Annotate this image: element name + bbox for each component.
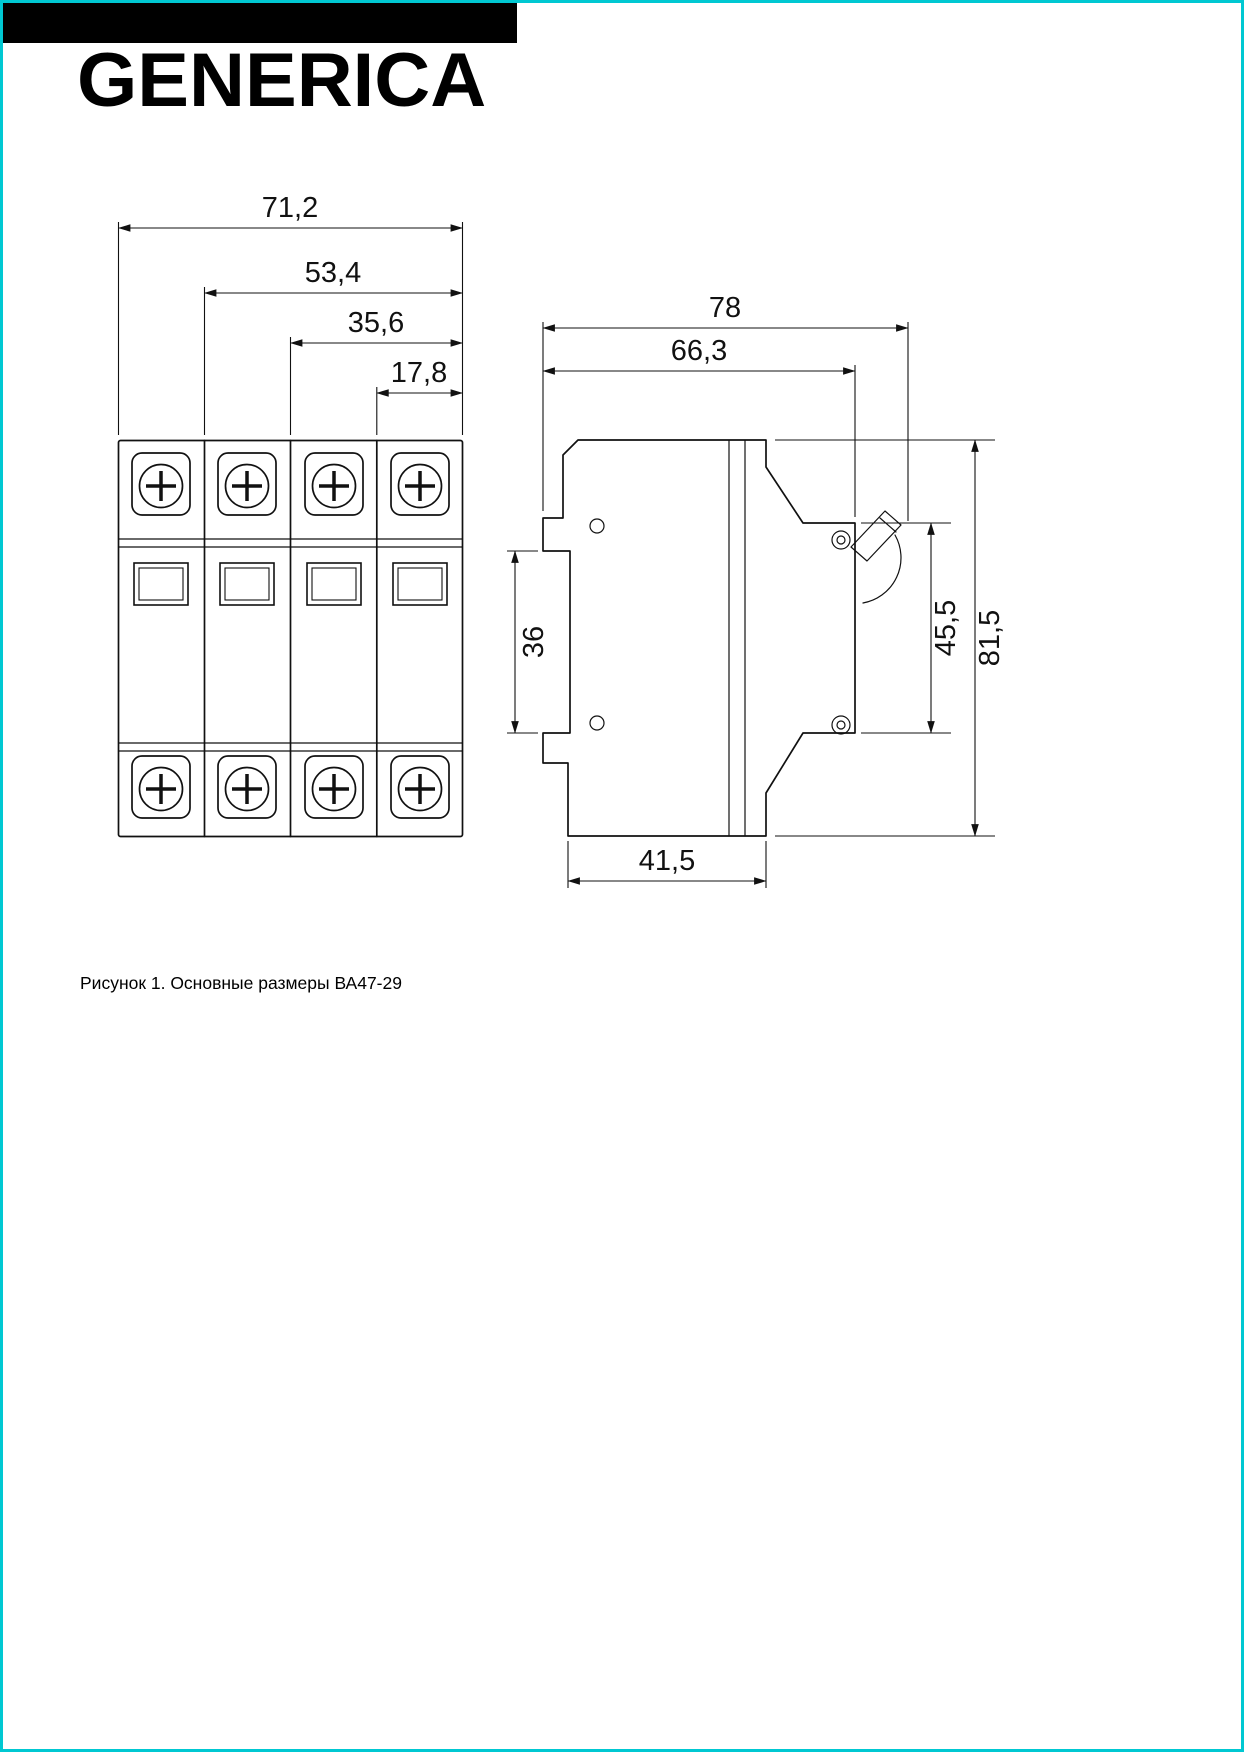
technical-drawing: 71,2 53,4 35,6 17,8 78 66,3 36 45,5 81,5… [117, 192, 1006, 888]
screw-boss [831, 715, 851, 735]
dim-side-depth-body: 66,3 [671, 335, 727, 367]
toggle-lever [850, 510, 902, 604]
side-view-outline [542, 439, 856, 837]
dim-side-din-rail: 36 [518, 626, 550, 658]
terminal-screw [303, 754, 365, 820]
dim-side-front-height: 45,5 [930, 600, 962, 656]
dim-side-depth-total: 78 [709, 292, 741, 324]
dim-front-one-module: 17,8 [391, 357, 447, 389]
dimension-labels: 71,2 53,4 35,6 17,8 78 66,3 36 45,5 81,5… [262, 192, 1006, 877]
screw-boss [831, 530, 851, 550]
terminal-screw [130, 451, 192, 517]
dimension-annotations [117, 222, 995, 888]
dim-front-two-modules: 35,6 [348, 307, 404, 339]
side-view [542, 439, 902, 837]
handle-window [392, 562, 448, 606]
brand-logo: GENERICA [77, 38, 487, 123]
rivet [589, 518, 605, 534]
screw-boss [836, 720, 846, 730]
rivet [589, 715, 605, 731]
terminal-screw [389, 754, 451, 820]
terminal-screw [130, 754, 192, 820]
terminal-screw [216, 451, 278, 517]
figure-caption: Рисунок 1. Основные размеры ВА47-29 [80, 973, 402, 993]
dim-side-rear-depth: 41,5 [639, 845, 695, 877]
dim-side-total-height: 81,5 [974, 610, 1006, 666]
handle-window [133, 562, 189, 606]
brand-bar [3, 3, 517, 43]
terminal-screw [389, 451, 451, 517]
dim-front-total: 71,2 [262, 192, 318, 224]
dim-front-three-modules: 53,4 [305, 257, 361, 289]
handle-window [306, 562, 362, 606]
screw-boss [836, 535, 846, 545]
terminal-screw [216, 754, 278, 820]
handle-window [219, 562, 275, 606]
front-view [117, 439, 464, 838]
terminal-screw [303, 451, 365, 517]
